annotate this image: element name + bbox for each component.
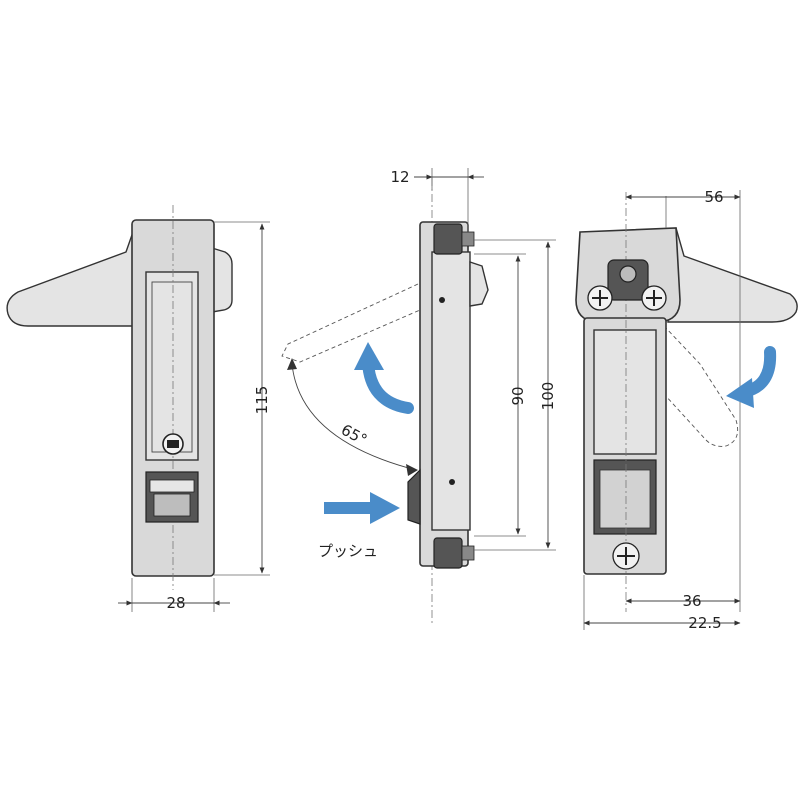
dim-115-label: 115 [253, 386, 271, 415]
side-top-nut [461, 231, 475, 247]
back-right-screw-cross [646, 290, 662, 306]
back-left-screw-cross [592, 290, 608, 306]
front-right-knob [211, 247, 233, 313]
side-pivot-dot [439, 297, 445, 303]
back-lower-window [599, 469, 651, 529]
side-lower-dot [449, 479, 455, 485]
front-lever-arm [6, 231, 134, 327]
dim-12-label: 12 [390, 168, 409, 186]
push-arrow-icon [324, 502, 372, 514]
back-upper-panel [593, 329, 657, 455]
side-open-handle-outline [281, 283, 421, 363]
angle-label: 65° [338, 421, 370, 449]
front-push-label [149, 479, 195, 493]
side-angle-arrow-bottom [406, 464, 418, 476]
side-rear-cam [469, 261, 489, 307]
back-cam-pin [619, 265, 637, 283]
side-bottom-nut [461, 545, 475, 561]
front-view: 115 28 [6, 205, 271, 612]
dim-56-label: 56 [704, 188, 723, 206]
dim-36-label: 36 [682, 592, 701, 610]
push-label: プッシュ [318, 542, 378, 560]
back-rotated-handle-outline [663, 325, 739, 447]
dim-100-label: 100 [539, 382, 557, 411]
front-push-button [153, 493, 191, 517]
side-handle-face [431, 251, 471, 531]
dim-22-5-label: 22.5 [688, 614, 721, 632]
side-bottom-bolt [433, 537, 463, 569]
back-view: 56 36 22.5 [575, 188, 798, 632]
side-angle-arrow-top [287, 358, 297, 370]
side-view: 65° 12 90 100 [281, 168, 557, 625]
push-arrow-head [370, 492, 400, 524]
side-push-button [407, 468, 421, 525]
front-handle-panel [145, 271, 199, 461]
dim-90-label: 90 [509, 386, 527, 405]
rotate-arrow-up-head [354, 342, 384, 370]
back-lever-arm [667, 227, 798, 323]
side-top-bolt [433, 223, 463, 255]
rotate-arrow-down-head [726, 378, 754, 408]
side-angle-arc [291, 363, 417, 471]
back-bottom-screw-cross [617, 547, 635, 565]
front-key-slot [167, 440, 179, 448]
dim-28-label: 28 [166, 594, 185, 612]
